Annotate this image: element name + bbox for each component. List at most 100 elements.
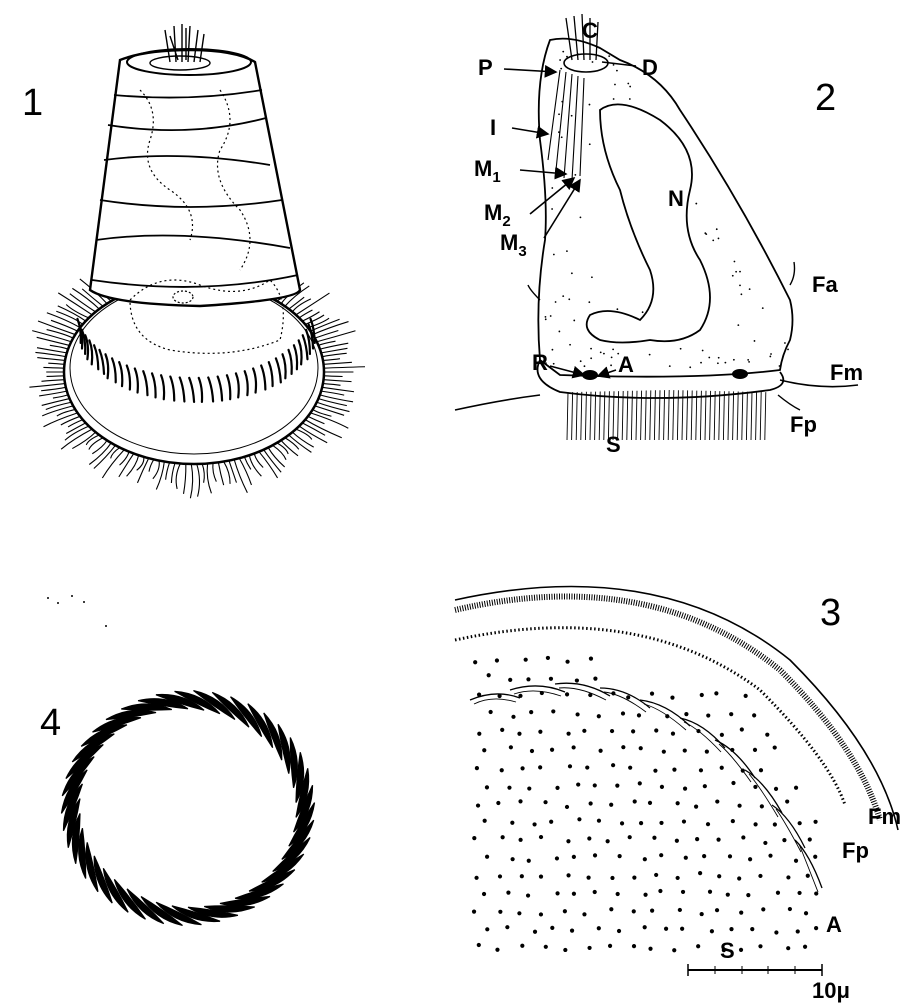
fig3-dot <box>572 892 576 896</box>
fig3-dot <box>477 693 481 697</box>
fig2-stipple-dot <box>555 301 557 303</box>
fig3-dot <box>482 748 486 752</box>
fig2-stipple-dot <box>589 143 591 145</box>
fig3-dot <box>703 784 707 788</box>
fig3-dot <box>482 892 486 896</box>
fig2-flagellum-left <box>455 395 540 410</box>
fig3-dot <box>678 908 682 912</box>
figure-1-number: 1 <box>22 82 43 124</box>
fig3-dot <box>530 749 534 753</box>
fig2-stipple-dot <box>762 307 764 309</box>
fig3-dot <box>717 874 721 878</box>
fig1-cilium <box>166 462 170 479</box>
fig2-stipple-dot <box>552 349 554 351</box>
fig1-cilium <box>37 337 70 345</box>
fig1-cilium <box>317 402 350 411</box>
fig3-dot <box>696 944 700 948</box>
fig3-dot <box>676 801 680 805</box>
fig2-skirt-cilium <box>581 392 582 440</box>
fig1-inner-cilium <box>152 373 156 397</box>
fig3-denticle <box>640 700 690 726</box>
fig1-cilium <box>323 384 341 386</box>
fig1-cilium <box>322 353 347 356</box>
fig3-dot <box>555 786 559 790</box>
fig2-stipple-dot <box>545 316 547 318</box>
fig3-dot <box>633 799 637 803</box>
fig3-dot <box>708 890 712 894</box>
fig3-dot <box>741 835 745 839</box>
fig3-dot <box>773 745 777 749</box>
fig3-dot <box>653 769 657 773</box>
fig3-dot <box>660 785 664 789</box>
figure-1: 1 <box>22 24 365 498</box>
fig3-dot <box>650 909 654 913</box>
fig2-stipple-dot <box>580 360 582 362</box>
fig3-denticle-inner <box>776 809 801 852</box>
fig2-stipple-dot <box>779 365 781 367</box>
fig2-stipple-dot <box>588 301 590 303</box>
fig3-dot <box>472 910 476 914</box>
fig3-dot <box>568 764 572 768</box>
fig3-dot <box>546 656 550 660</box>
fig3-dot <box>543 800 547 804</box>
fig3-dot <box>485 785 489 789</box>
fig3-dot <box>694 805 698 809</box>
fig1-cilium <box>37 358 65 361</box>
fig2-stipple-dot <box>592 61 594 63</box>
fig3-dot <box>681 890 685 894</box>
fig3-dot <box>758 874 762 878</box>
fig1-cilium <box>323 359 340 361</box>
fig3-dot <box>804 911 808 915</box>
fig3-dot <box>648 947 652 951</box>
fig2-stipple-dot <box>784 342 786 344</box>
fig2-skirt-cilium <box>705 391 706 440</box>
figure-3: 3 Fm Fp A S 10μ <box>455 587 901 1003</box>
fig3-dot <box>538 730 542 734</box>
fig3-dot <box>497 694 501 698</box>
fig3-dot <box>609 907 613 911</box>
fig3-dot <box>740 727 744 731</box>
fig3-dot <box>654 873 658 877</box>
fig3-dot <box>680 927 684 931</box>
fig2-stipple-dot <box>571 115 573 117</box>
fig2-stipple-dot <box>566 250 568 252</box>
fig3-dot <box>814 891 818 895</box>
fig2-stipple-dot <box>545 318 547 320</box>
fig1-inner-cilium <box>269 362 273 386</box>
fig1-cilium <box>47 330 74 339</box>
fig3-dot <box>773 822 777 826</box>
fig2-stipple-dot <box>589 104 591 106</box>
fig3-dot <box>597 714 601 718</box>
fig3-dot <box>519 838 523 842</box>
fig1-inner-cilium <box>303 335 308 359</box>
fig2-stipple-dot <box>627 83 629 85</box>
fig1-cilium <box>239 458 251 485</box>
fig2-stipple-dot <box>551 187 553 189</box>
fig3-dot <box>632 944 636 948</box>
fig1-cilium <box>322 387 354 391</box>
fig3-dot <box>715 799 719 803</box>
fig3-dot <box>643 857 647 861</box>
label-Fa: Fa <box>812 272 838 297</box>
fig3-dot <box>643 893 647 897</box>
fig3-dot <box>473 660 477 664</box>
fig3-dot <box>593 890 597 894</box>
fig3-dot <box>726 893 730 897</box>
label-P: P <box>478 55 493 80</box>
label-N: N <box>668 186 684 211</box>
fig4-denticle-ring <box>54 684 322 933</box>
fig3-dot <box>652 836 656 840</box>
fig1-cilium <box>72 432 95 448</box>
fig3-dot <box>728 854 732 858</box>
fig2-stipple-dot <box>708 357 710 359</box>
fig3-dot <box>794 859 798 863</box>
fig3-dot <box>518 799 522 803</box>
fig2-skirt-cilium <box>723 391 724 440</box>
fig1-inner-cilium <box>236 373 239 397</box>
label-M1: M1 <box>474 156 501 186</box>
fig1-inner-cilium <box>227 375 230 399</box>
fig3-dot <box>650 691 654 695</box>
fig3-denticle-inner <box>604 692 646 712</box>
fig3-dot <box>620 821 624 825</box>
fig2-side-cilium <box>528 285 540 300</box>
